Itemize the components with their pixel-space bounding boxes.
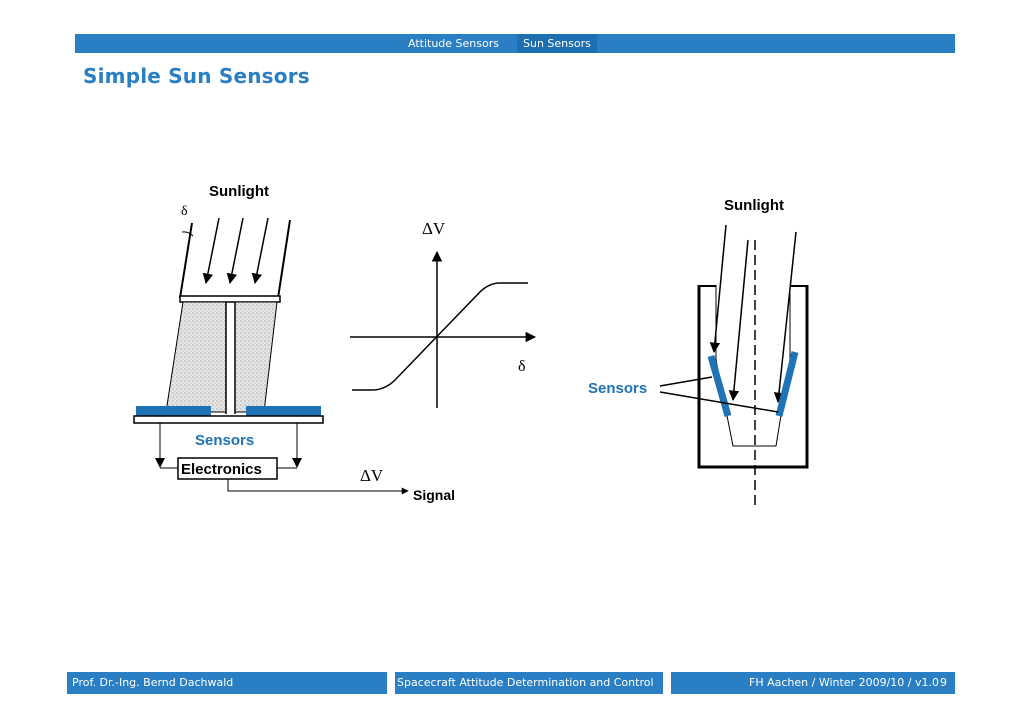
sunlight-ray — [773, 231, 797, 404]
label-pointer — [659, 391, 779, 413]
footer-bar: Prof. Dr.-Ing. Bernd Dachwald Spacecraft… — [67, 672, 955, 694]
footer-divider — [663, 672, 671, 694]
breadcrumb-section[interactable]: Attitude Sensors — [408, 37, 499, 50]
signal-arrow — [227, 479, 409, 495]
sunlight-arrow — [251, 217, 269, 285]
housing-right-edge — [277, 219, 291, 299]
sunlight-ray — [709, 224, 727, 354]
right-block — [234, 301, 278, 413]
sensors-label: Sensors — [195, 432, 254, 449]
sensor-strip-right — [246, 406, 321, 416]
top-plate — [179, 295, 281, 303]
v-slit-sensor — [659, 224, 809, 510]
right-sensors-label: Sensors — [588, 380, 647, 397]
angle-symbol: δ — [181, 204, 188, 219]
sunlight-label: Sunlight — [209, 183, 269, 200]
left-block — [165, 301, 227, 413]
slit-sensor — [133, 217, 409, 495]
label-pointer — [659, 376, 713, 387]
lead-arrowhead — [155, 458, 165, 468]
footer-course: Spacecraft Attitude Determination and Co… — [397, 676, 654, 689]
footer-term: FH Aachen / Winter 2009/10 / v1.0 — [749, 676, 939, 689]
footer-divider — [387, 672, 395, 694]
sensor-strip-left — [136, 406, 211, 416]
header-bar: Attitude Sensors Sun Sensors — [75, 34, 955, 53]
footer-author: Prof. Dr.-Ing. Bernd Dachwald — [72, 676, 234, 689]
sensor-plate-left — [707, 355, 732, 417]
housing-box — [697, 285, 809, 469]
sensor-plate-right — [775, 351, 799, 417]
sunlight-ray — [728, 239, 749, 402]
electronics-label: Electronics — [181, 461, 262, 478]
response-graph — [350, 250, 537, 408]
angle-arc — [181, 231, 194, 237]
graph-x-symbol: δ — [518, 358, 526, 375]
inner-funnel — [715, 285, 791, 447]
breadcrumb-topic[interactable]: Sun Sensors — [517, 34, 597, 53]
page-number: 9 — [940, 676, 947, 689]
housing-left-edge — [179, 222, 193, 299]
base-plate — [133, 415, 324, 424]
output-symbol: ΔV — [360, 466, 384, 485]
right-sunlight-label: Sunlight — [724, 197, 784, 214]
page-title: Simple Sun Sensors — [83, 64, 310, 88]
sunlight-arrow — [202, 217, 220, 285]
signal-label: Signal — [413, 487, 455, 503]
sunlight-arrow — [226, 217, 244, 285]
lead-arrowhead — [292, 458, 302, 468]
response-curve — [352, 282, 528, 391]
graph-y-symbol: ΔV — [422, 219, 446, 238]
